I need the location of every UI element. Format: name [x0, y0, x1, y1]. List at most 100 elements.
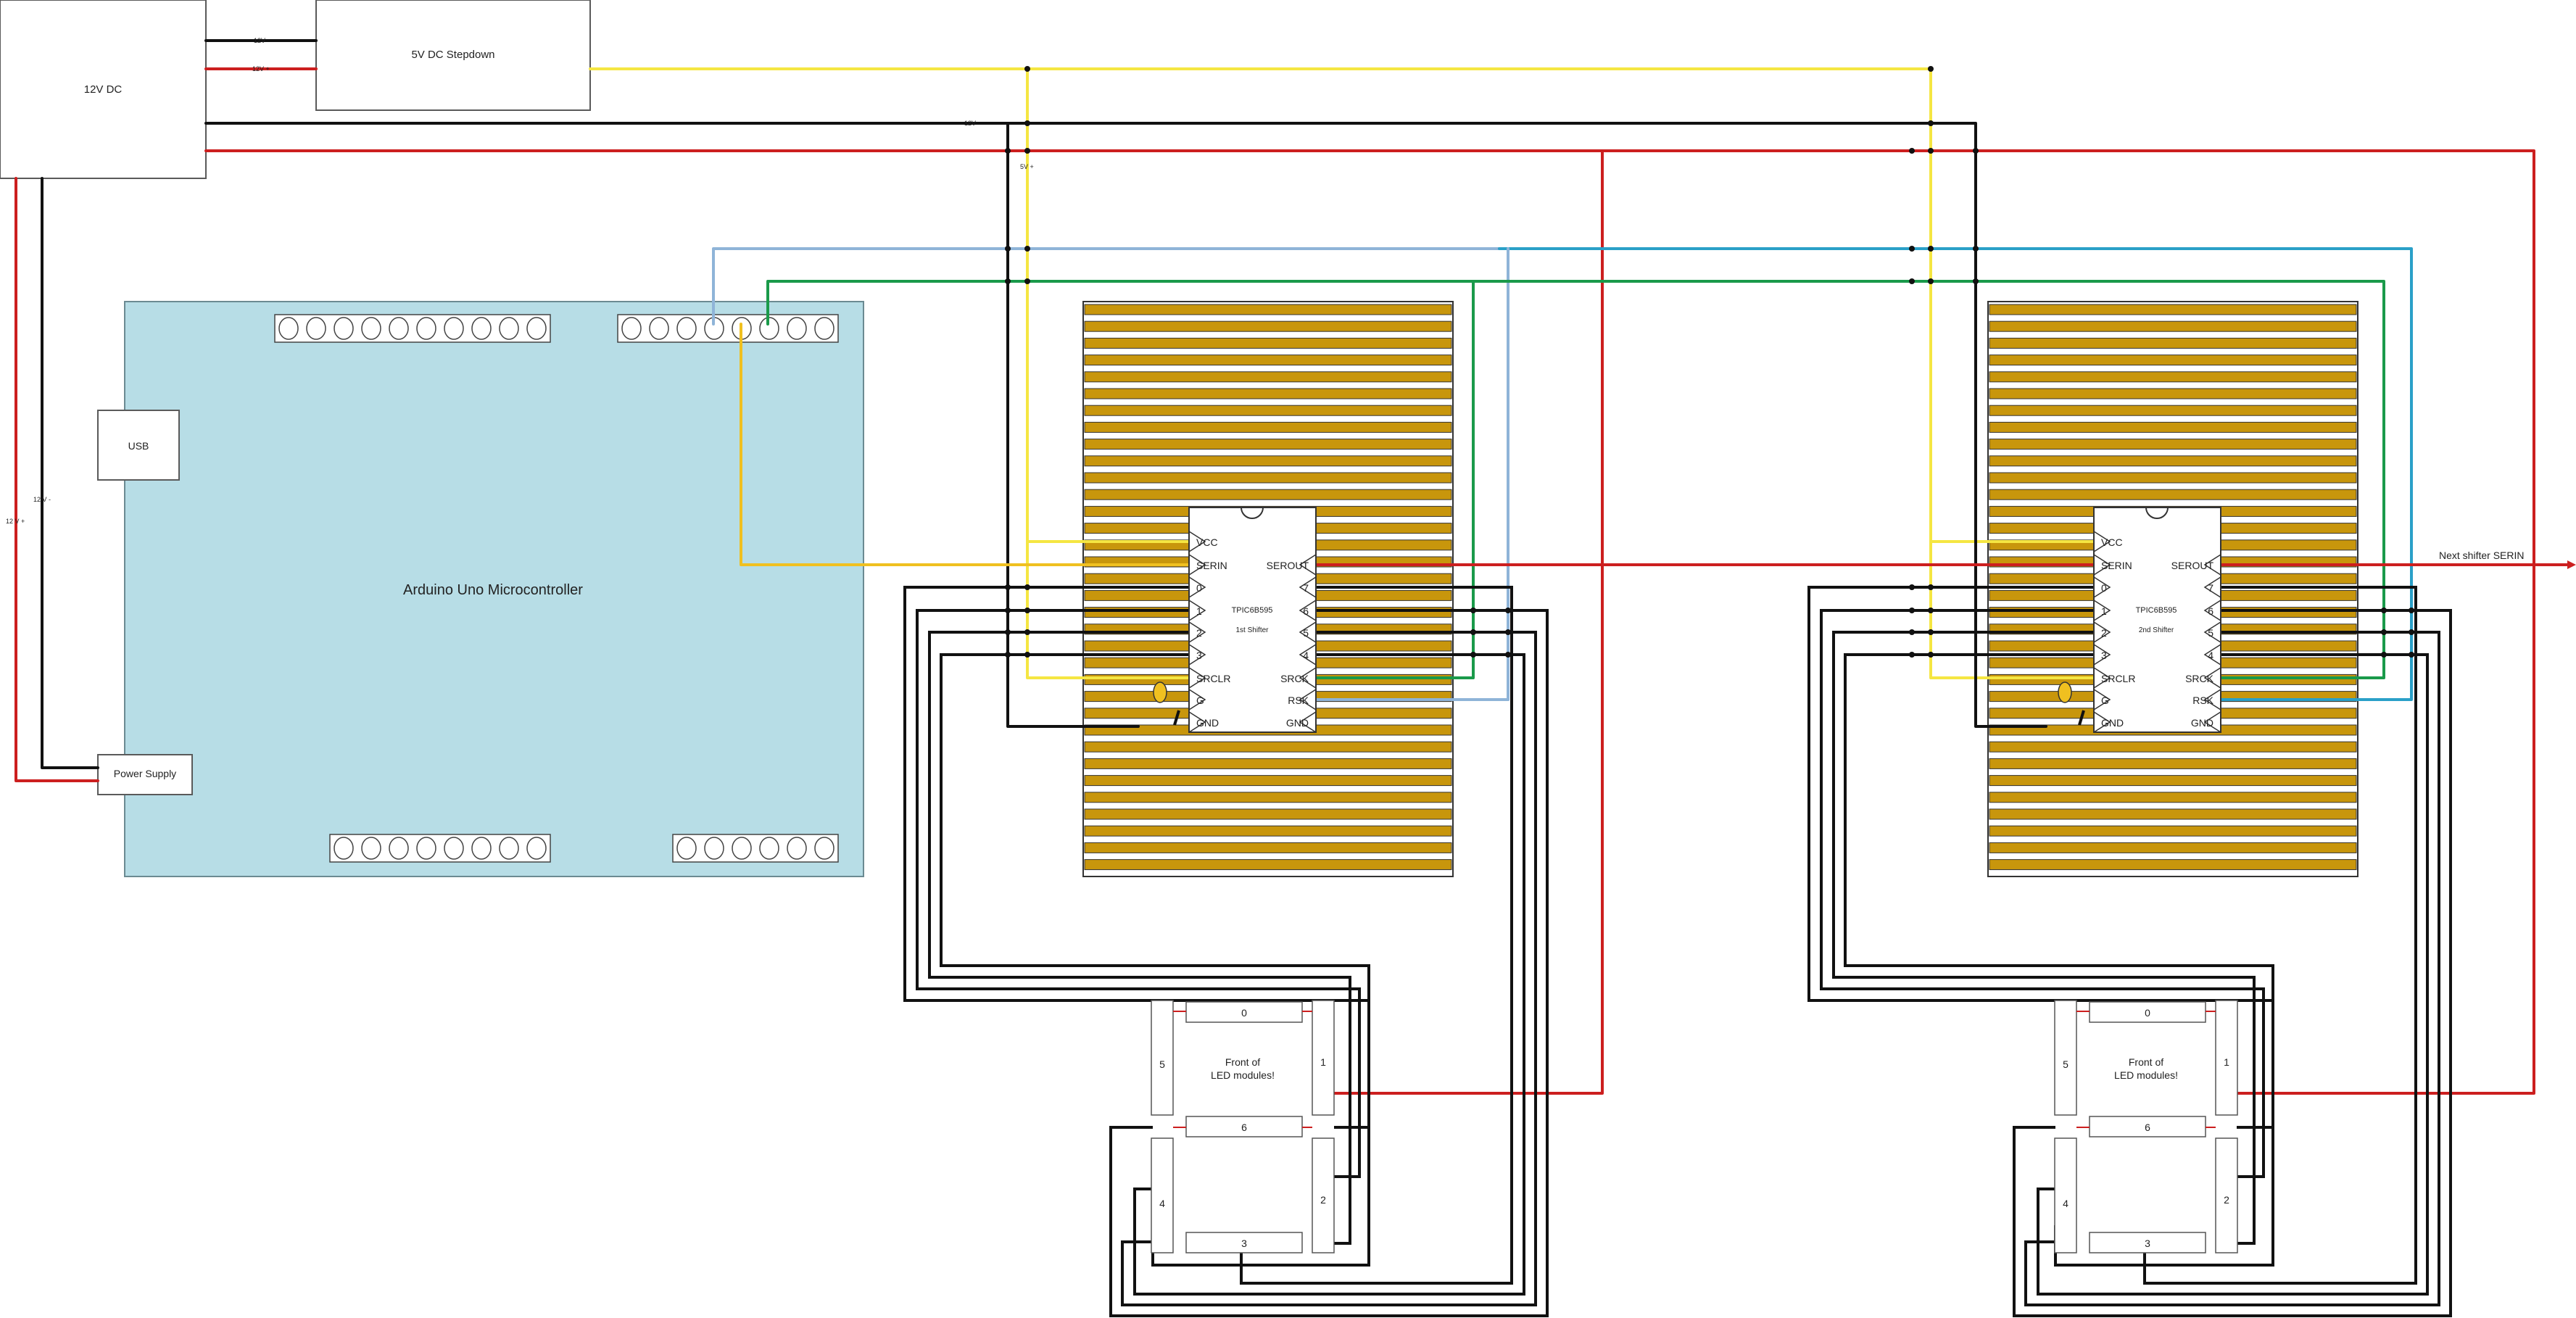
- junction-dot: [1928, 148, 1934, 154]
- right-pin-label: 5: [1303, 627, 1309, 639]
- stepdown-label: 5V DC Stepdown: [411, 49, 494, 61]
- power-supply-label: Power Supply: [114, 768, 176, 779]
- copper-strip: [1989, 355, 2357, 366]
- pin-leg: [1188, 600, 1206, 621]
- left-pin-label: GND: [2101, 717, 2124, 729]
- module-wiring: [1173, 1011, 1312, 1128]
- junction-dot: [1024, 608, 1030, 613]
- junction-dot: [1005, 652, 1011, 658]
- segment-4: [2054, 1137, 2077, 1253]
- copper-strip: [1084, 741, 1452, 753]
- junction-dot: [1505, 652, 1511, 658]
- pin-leg: [2203, 554, 2221, 576]
- copper-strip: [1084, 808, 1452, 820]
- left-pin-label: GND: [1196, 717, 1219, 729]
- pin-leg: [2203, 621, 2221, 643]
- stepdown-5v: [315, 0, 591, 111]
- header-pin: [389, 837, 409, 860]
- wire-srck-1: [1314, 280, 1475, 679]
- right-pin-label: RSK: [2192, 695, 2213, 706]
- header-pin: [499, 837, 519, 860]
- junction-dot: [1973, 148, 1979, 154]
- capacitor: [2058, 681, 2072, 703]
- junction-dot: [1005, 278, 1011, 284]
- usb-port: [97, 410, 180, 481]
- tag-side-b: 12 V +: [6, 518, 25, 525]
- junction-dot: [1909, 629, 1915, 635]
- tag-side-a: 12 V -: [33, 496, 51, 503]
- wire-serin: [740, 323, 1190, 566]
- pin-leg: [2093, 644, 2111, 666]
- pin-leg: [2203, 600, 2221, 621]
- copper-strip: [1084, 439, 1452, 450]
- chip-notch: [1241, 507, 1264, 519]
- arduino-title: Arduino Uno Microcontroller: [403, 582, 583, 598]
- dc-12v-source: [0, 0, 207, 179]
- right-pin-label: SEROUT: [2171, 560, 2214, 571]
- segment-0-label: 0: [1241, 1007, 1247, 1019]
- junction-dot: [1928, 652, 1934, 658]
- junction-dots: [1005, 66, 2414, 658]
- wire-5v-drop-1: [1026, 67, 1190, 679]
- right-pin-label: 5: [2208, 627, 2213, 639]
- header-pin: [361, 837, 381, 860]
- junction-dot: [1909, 652, 1915, 658]
- chip-body: [2093, 507, 2221, 733]
- header-pin: [787, 837, 807, 860]
- tag-5v: 5V +: [1020, 163, 1034, 170]
- wires: Next shifter SERIN: [15, 39, 2576, 1317]
- left-pin-label: 2: [1196, 627, 1202, 639]
- copper-strip: [1084, 758, 1452, 769]
- wire-rck-1b: [1314, 247, 1509, 701]
- junction-dot: [1909, 608, 1915, 613]
- pin-leg: [2203, 711, 2221, 733]
- copper-strip: [1084, 859, 1452, 871]
- power-supply-jack: [97, 754, 193, 795]
- wire-12v-drop-1: [1333, 149, 1604, 1095]
- copper-strip: [1084, 792, 1452, 803]
- copper-strip: [1084, 371, 1452, 383]
- left-pin-label: 3: [1196, 650, 1202, 661]
- pin-header: [672, 834, 839, 863]
- tag-12v-main: 12V: [964, 120, 976, 127]
- copper-strip: [1989, 741, 2357, 753]
- segment-5: [1151, 1000, 1174, 1116]
- header-pin: [787, 317, 807, 340]
- chip-notch: [2145, 507, 2169, 519]
- right-pin-label: 6: [2208, 605, 2213, 617]
- junction-dot: [2381, 652, 2387, 658]
- left-pin-label: SERIN: [1196, 560, 1227, 571]
- jumper: [1173, 710, 1180, 726]
- pin-leg: [1299, 576, 1317, 598]
- junction-dot: [1909, 148, 1915, 154]
- copper-strip: [1989, 758, 2357, 769]
- header-pin: [334, 837, 354, 860]
- header-pin: [471, 837, 492, 860]
- wire-5v-drop-2: [1929, 67, 2095, 679]
- copper-strip: [1989, 388, 2357, 399]
- header-pin: [814, 837, 834, 860]
- right-pin-label: 7: [2208, 582, 2213, 594]
- chip2-subtitle: 2nd Shifter: [2139, 626, 2174, 634]
- junction-dot: [1005, 148, 1011, 154]
- left-pin-label: G: [1196, 695, 1204, 706]
- junction-dot: [1928, 246, 1934, 252]
- segment-6-label: 6: [1241, 1122, 1247, 1133]
- junction-dot: [1005, 246, 1011, 252]
- pin-leg: [1188, 644, 1206, 666]
- segment-5-label: 5: [1159, 1058, 1165, 1070]
- pin-leg: [1299, 689, 1317, 710]
- header-pin: [278, 317, 299, 340]
- left-pin-label: 2: [2101, 627, 2107, 639]
- left-pin-label: VCC: [2101, 536, 2123, 548]
- segment-3: [1185, 1232, 1303, 1253]
- pin-leg: [1188, 531, 1206, 552]
- wire-12v-arduino: [15, 177, 99, 782]
- header-pin: [649, 317, 669, 340]
- junction-dot: [1928, 278, 1934, 284]
- header-pin: [526, 837, 547, 860]
- segment-3-label: 3: [2145, 1238, 2150, 1249]
